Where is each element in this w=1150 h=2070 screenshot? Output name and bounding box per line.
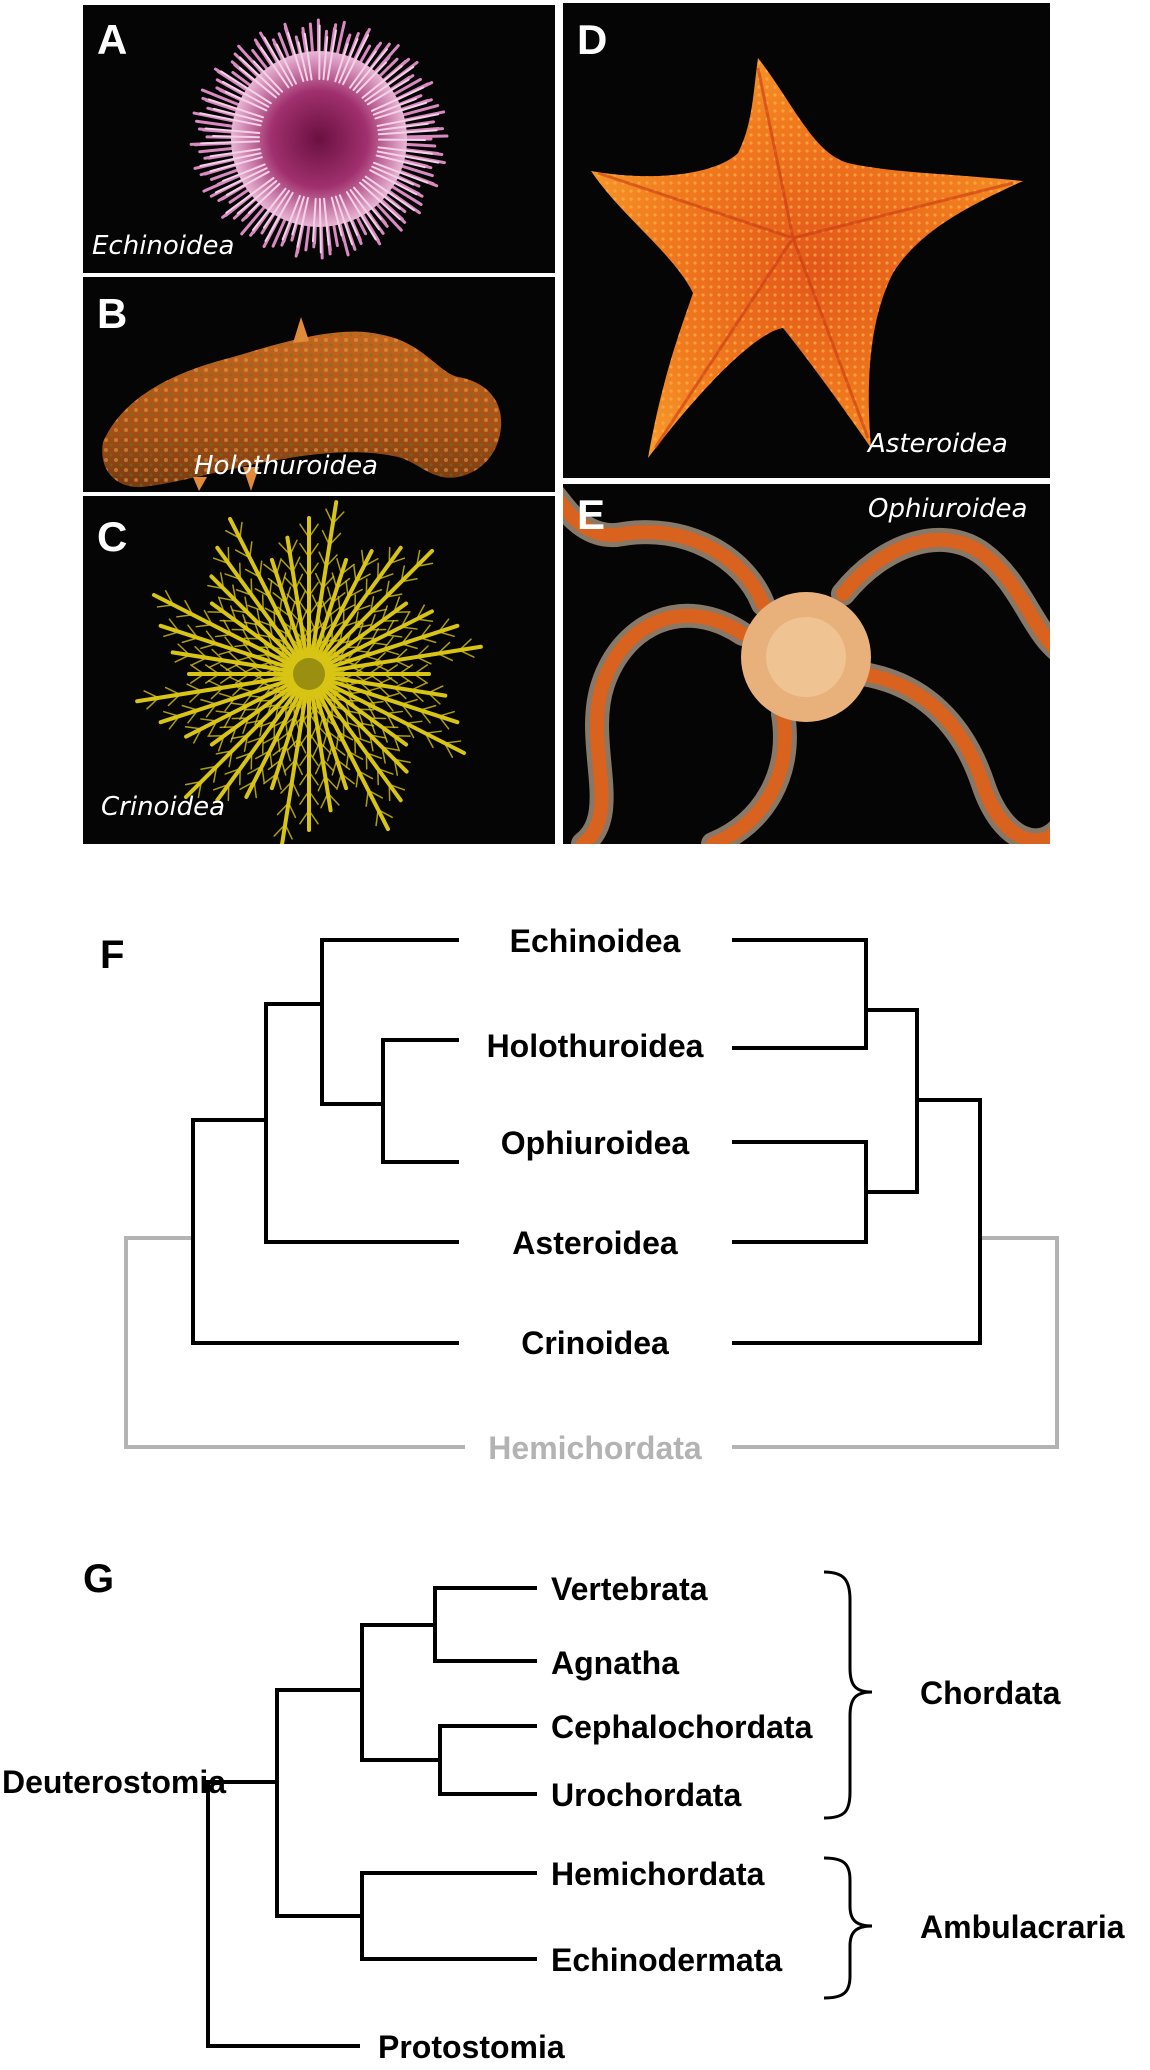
ambulacraria-bracket: [823, 1856, 873, 2000]
panel-letter-f: F: [100, 933, 124, 977]
tree-g-branches: [206, 1586, 537, 2048]
left-tree-branches: [191, 938, 459, 1345]
tree-g-label-cephalochordata: Cephalochordata: [551, 1709, 813, 1745]
tree-g-label-vertebrata: Vertebrata: [551, 1571, 708, 1607]
hemichordata-outgroup-branches: [124, 1236, 1059, 1449]
tree-f-label-holothuroidea: Holothuroidea: [487, 1028, 704, 1064]
tree-f-label-asteroidea: Asteroidea: [512, 1225, 678, 1261]
tree-f-label-crinoidea: Crinoidea: [521, 1325, 669, 1361]
tree-g-label-deuterostomia: Deuterostomia: [2, 1764, 226, 1800]
panel-letter-g: G: [83, 1557, 114, 1601]
tree-f-label-ophiuroidea: Ophiuroidea: [501, 1125, 690, 1161]
tree-g-label-hemichordata: Hemichordata: [551, 1856, 765, 1892]
panel-caption-echinoidea: Echinoidea: [92, 231, 235, 261]
sea-urchin-image: [189, 18, 449, 260]
brittle-star-image: [563, 487, 1050, 844]
sea-cucumber-image: [102, 317, 502, 491]
photo-panel-d: D Asteroidea: [563, 3, 1050, 478]
panel-letter-d: D: [577, 16, 608, 63]
panel-caption-crinoidea: Crinoidea: [101, 792, 226, 822]
panel-caption-asteroidea: Asteroidea: [868, 429, 1008, 459]
panel-letter-b: B: [97, 290, 128, 337]
tree-g-group-chordata: Chordata: [920, 1675, 1061, 1711]
tree-g-group-ambulacraria: Ambulacraria: [920, 1909, 1125, 1945]
panel-letter-a: A: [97, 16, 128, 63]
photo-panel-a: A Echinoidea: [83, 5, 555, 273]
panel-caption-ophiuroidea: Ophiuroidea: [868, 494, 1028, 524]
tree-g-label-agnatha: Agnatha: [551, 1645, 679, 1681]
photo-panel-c: C Crinoidea: [83, 496, 555, 844]
photo-panel-b: B Holothuroidea: [83, 277, 555, 492]
photo-panel-e: E Ophiuroidea: [563, 484, 1050, 844]
panel-letter-e: E: [577, 491, 606, 538]
tree-g-label-echinodermata: Echinodermata: [551, 1942, 782, 1978]
sea-star-image: [591, 58, 1023, 458]
right-tree-branches: [732, 938, 982, 1345]
echinoderm-phylogeny-tree: F Echinoidea Holothuroidea Ophiuroidea A…: [100, 923, 1059, 1466]
panel-letter-c: C: [97, 513, 128, 560]
tree-f-label-hemichordata: Hemichordata: [488, 1430, 702, 1466]
tree-f-label-echinoidea: Echinoidea: [510, 923, 681, 959]
tree-g-label-urochordata: Urochordata: [551, 1777, 741, 1813]
tree-g-label-protostomia: Protostomia: [378, 2029, 565, 2065]
panel-caption-holothuroidea: Holothuroidea: [194, 451, 378, 481]
crinoid-image: [135, 500, 483, 844]
chordata-bracket: [823, 1570, 873, 1820]
